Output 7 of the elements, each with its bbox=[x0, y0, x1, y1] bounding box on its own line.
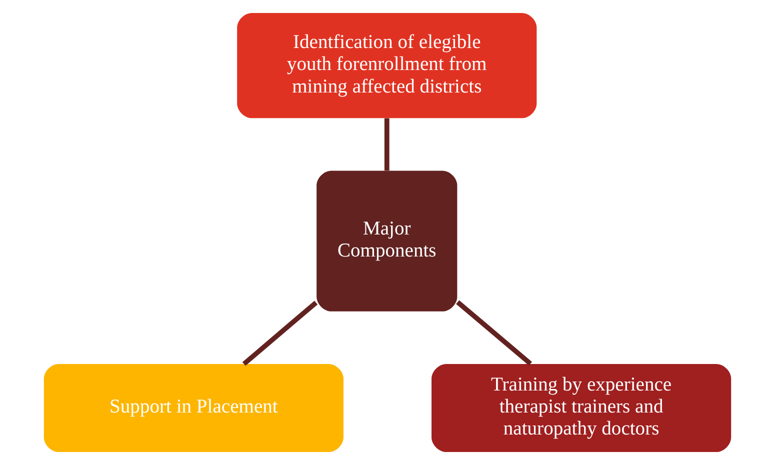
node-box: Support in Placement bbox=[44, 364, 344, 452]
node-box: Identfication of elegible youth forenrollment from mining affected districts bbox=[237, 13, 537, 118]
node-box: Training by experience therapist trainers and naturopathy doctors bbox=[432, 364, 732, 452]
connector bbox=[456, 300, 532, 366]
connector bbox=[242, 300, 318, 366]
connector bbox=[384, 118, 390, 171]
node-box: Major Components bbox=[316, 170, 458, 312]
